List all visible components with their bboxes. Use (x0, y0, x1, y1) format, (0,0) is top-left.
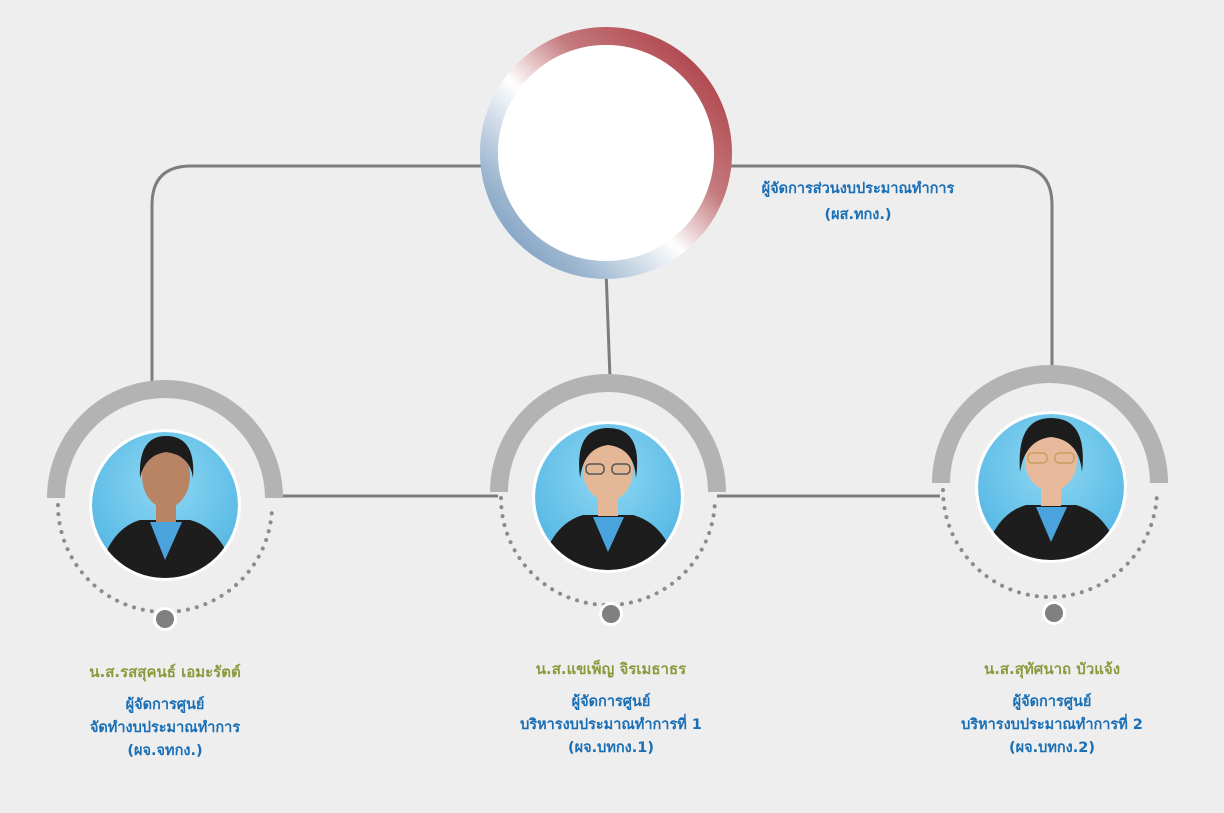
member-node-1 (47, 380, 283, 631)
connector-right (730, 164, 1054, 375)
member-title: ผู้จัดการศูนย์ (1012, 694, 1092, 710)
member-abbr: (ผจ.บทกง.1) (568, 740, 654, 756)
member-abbr: (ผจ.บทกง.2) (1009, 740, 1095, 756)
member-title: ผู้จัดการศูนย์ (571, 694, 651, 710)
member-name: น.ส.รสสุคนธ์ เอมะรัตต์ (89, 663, 241, 681)
member-node-3 (932, 365, 1168, 625)
member-abbr: (ผจ.จทกง.) (127, 743, 203, 759)
connector-lines (150, 164, 1054, 498)
member-label-1: น.ส.รสสุคนธ์ เอมะรัตต์ ผู้จัดการศูนย์ จั… (0, 660, 345, 763)
member-title: ผู้จัดการศูนย์ (125, 697, 205, 713)
person-photo-icon (92, 432, 238, 578)
member-name: น.ส.แขเพ็ญ จิรเมธาธร (535, 660, 687, 678)
head-label: ผู้จัดการส่วนงบประมาณทำการ (ผส.ทกง.) (678, 176, 1038, 228)
connector-left (150, 164, 485, 385)
head-node (480, 27, 732, 279)
member-dept: บริหารงบประมาณทำการที่ 2 (961, 717, 1143, 733)
person-photo-icon (978, 414, 1124, 560)
member-dept: บริหารงบประมาณทำการที่ 1 (520, 717, 702, 733)
member-label-3: น.ส.สุทัศนาถ บัวแจ้ง ผู้จัดการศูนย์ บริห… (872, 657, 1224, 760)
head-abbr: (ผส.ทกง.) (824, 207, 892, 223)
member-dept: จัดทำงบประมาณทำการ (89, 720, 241, 736)
member-label-2: น.ส.แขเพ็ญ จิรเมธาธร ผู้จัดการศูนย์ บริห… (431, 657, 791, 760)
connector-center (604, 269, 612, 379)
head-title: ผู้จัดการส่วนงบประมาณทำการ (761, 181, 955, 197)
member-node-2 (490, 374, 726, 626)
person-photo-icon (535, 424, 681, 570)
member-name: น.ส.สุทัศนาถ บัวแจ้ง (983, 660, 1121, 678)
